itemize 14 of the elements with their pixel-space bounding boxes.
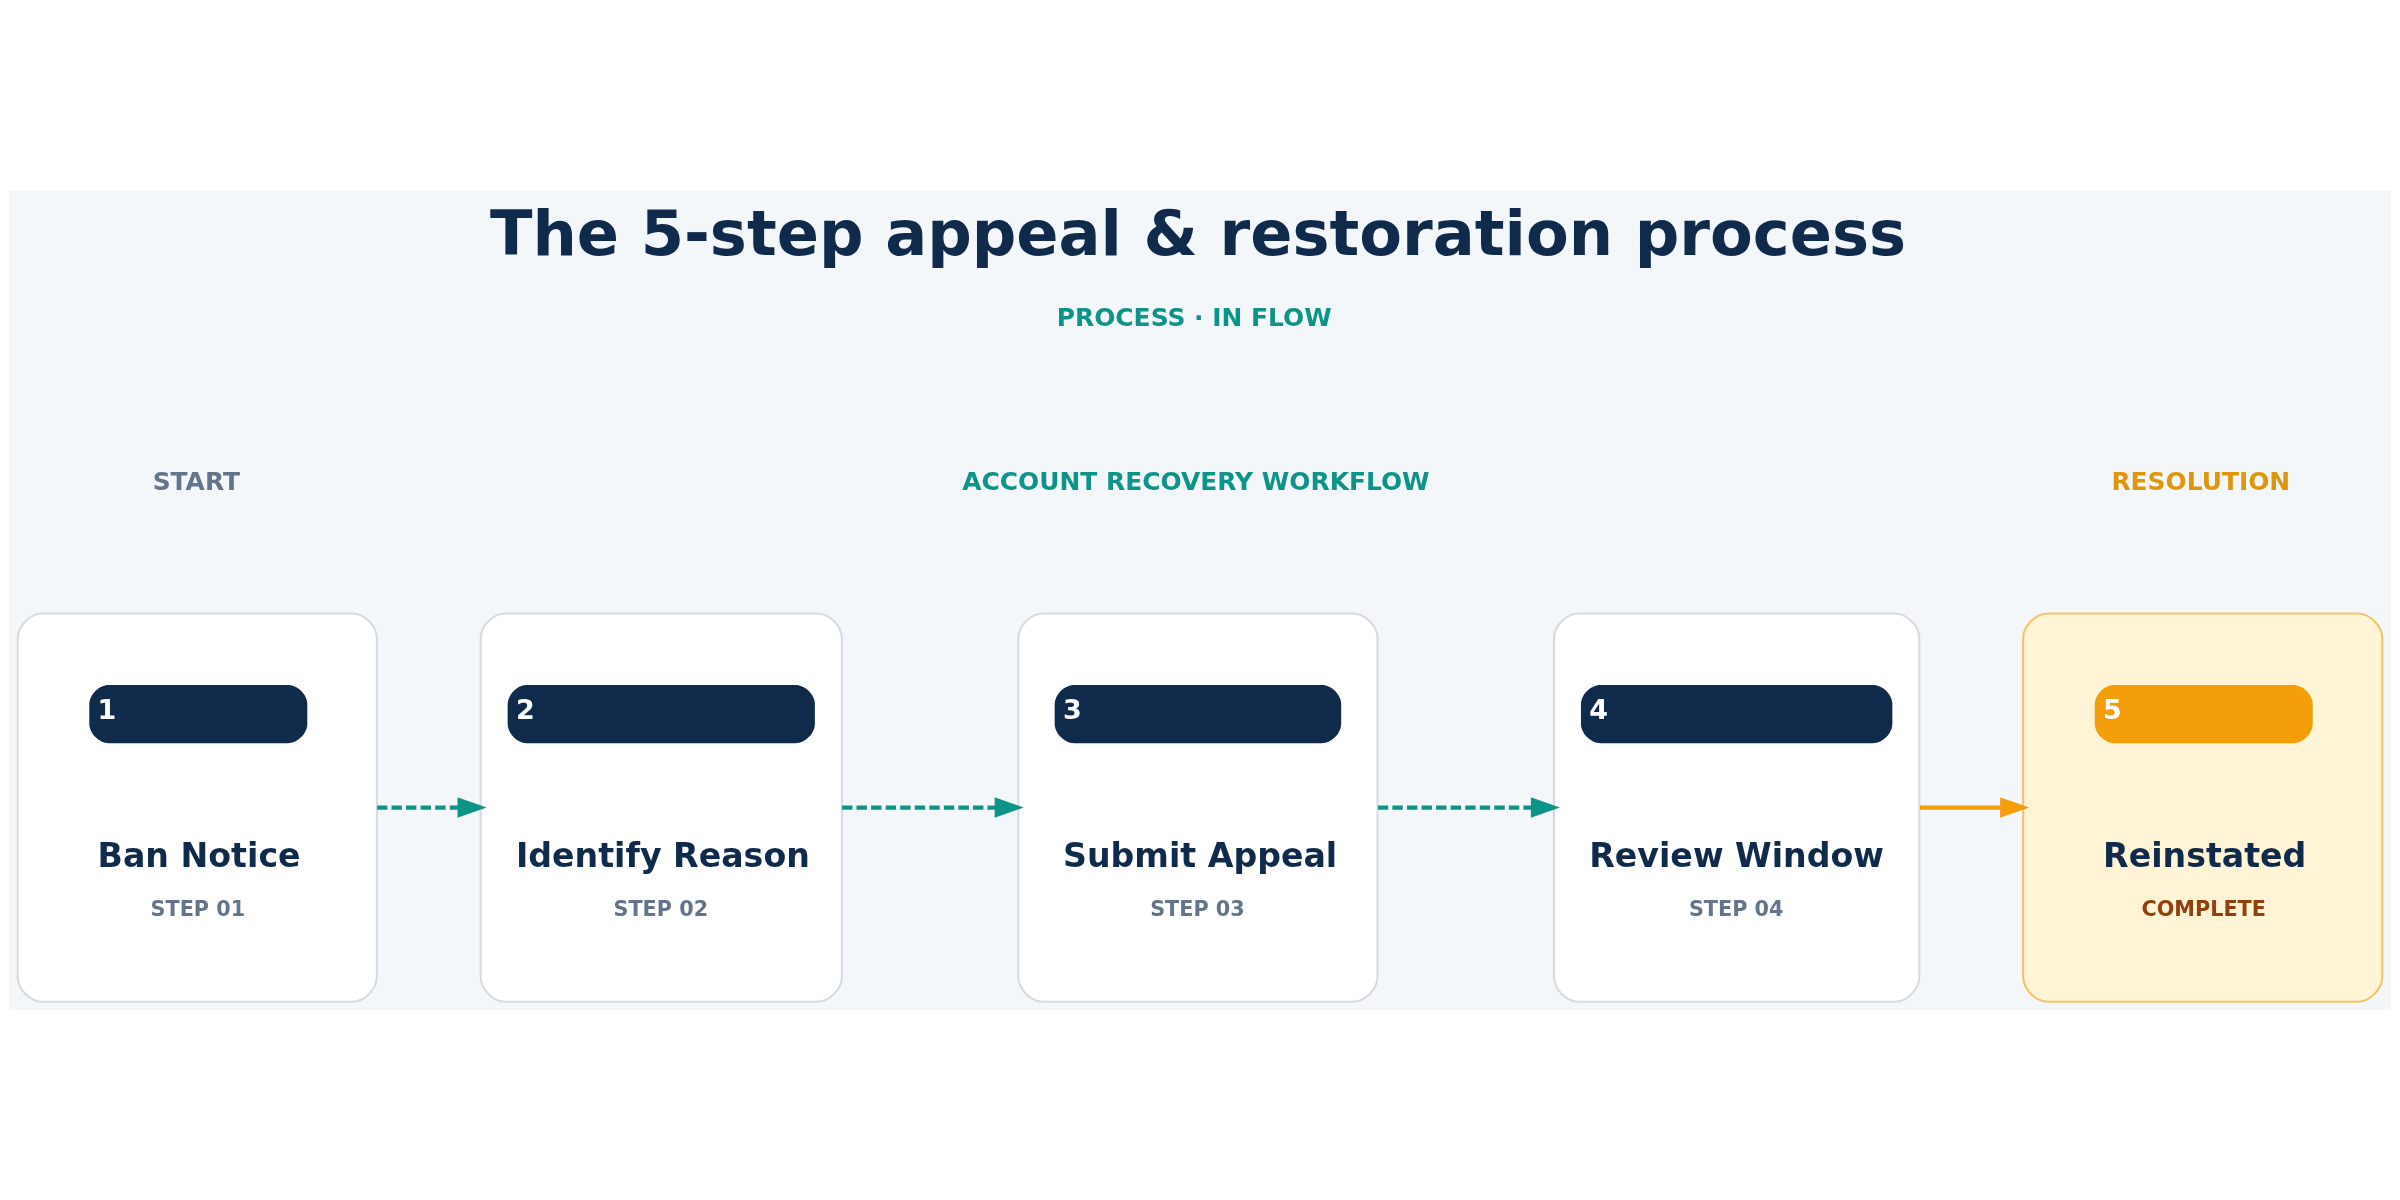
arrow: [1378, 796, 1560, 818]
node-box: 3 Submit Appeal STEP 03: [1017, 611, 1379, 1003]
node-box: 1 Ban Notice STEP 01: [16, 611, 378, 1003]
arrow: [1919, 796, 2030, 818]
diagram-title: The 5-step appeal & restoration process: [489, 196, 1907, 270]
node-box: 5 Reinstated COMPLETE: [2022, 611, 2384, 1003]
node-box: 4 Review Window STEP 04: [1552, 611, 1921, 1003]
label: RESOLUTION: [2111, 466, 2291, 496]
arrow: [377, 796, 487, 818]
label: PROCESS · IN FLOW: [1056, 302, 1332, 332]
label: ACCOUNT RECOVERY WORKFLOW: [962, 466, 1430, 496]
arrow: [842, 796, 1024, 818]
node-box: 2 Identify Reason STEP 02: [479, 611, 843, 1003]
label: START: [152, 466, 240, 496]
